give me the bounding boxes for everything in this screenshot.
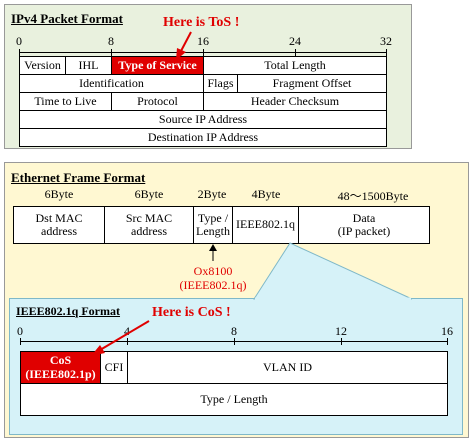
dst-mac-label: Dst MAC: [35, 210, 83, 225]
ipv4-ruler-label-0: 0: [16, 34, 22, 48]
dot1q-ruler-tick: [20, 338, 21, 345]
dot1q-size: 4Byte: [251, 187, 281, 201]
ipv4-panel: IPv4 Packet Format Here is ToS ! 0 8 16 …: [4, 4, 412, 149]
cos-arrow: [91, 320, 150, 356]
src-mac-label-2: address: [131, 224, 167, 238]
dot1q-ruler-label-0: 0: [17, 324, 23, 338]
src-mac-size: 6Byte: [134, 187, 164, 201]
dst-mac-field: Dst MAC address: [13, 206, 105, 244]
destination-ip-field: Destination IP Address: [19, 128, 387, 147]
type-value: Ox8100: [193, 264, 233, 278]
type-label: Type /: [197, 210, 229, 225]
ttl-field: Time to Live: [19, 92, 112, 111]
ethernet-title: Ethernet Frame Format: [11, 170, 146, 185]
dot1q-ruler-label-4: 4: [124, 324, 130, 338]
data-label: Data: [352, 210, 376, 225]
cos-note: (IEEE802.1p): [25, 366, 96, 381]
type-length-field: Type / Length: [193, 206, 233, 244]
ipv4-ruler-tick: [386, 49, 387, 56]
data-field: Data (IP packet): [298, 206, 430, 244]
ipv4-ruler-tick: [19, 49, 20, 56]
type-size: 2Byte: [197, 187, 227, 201]
dot1q-tag-label: IEEE802.1q: [236, 217, 295, 232]
dst-mac-label-2: address: [41, 224, 77, 238]
ipv4-ruler-label-16: 16: [197, 34, 209, 48]
ethernet-panel: Ethernet Frame Format 6Byte 6Byte 2Byte …: [4, 162, 469, 438]
dot1q-title: IEEE802.1q Format: [16, 304, 121, 318]
ipv4-ruler-tick: [295, 49, 296, 56]
src-mac-field: Src MAC address: [104, 206, 194, 244]
dot1q-callout-wedge: [209, 242, 413, 301]
cos-field: CoS (IEEE802.1p): [20, 351, 101, 384]
dot1q-ruler-tick: [127, 338, 128, 345]
type-value-note: (IEEE802.1q): [179, 278, 247, 292]
ipv4-ruler-tick: [111, 49, 112, 56]
dot1q-ruler-label-12: 12: [335, 324, 347, 338]
dot1q-ruler-label-16: 16: [441, 324, 453, 338]
ipv4-ruler-label-32: 32: [380, 34, 392, 48]
dot1q-ruler-label-8: 8: [231, 324, 237, 338]
src-mac-label: Src MAC: [125, 210, 173, 225]
dot1q-ruler-tick: [234, 338, 235, 345]
ipv4-ruler-tick: [203, 49, 204, 56]
ipv4-title: IPv4 Packet Format: [11, 11, 123, 26]
dst-mac-size: 6Byte: [44, 187, 74, 201]
tos-arrow: [176, 31, 192, 60]
type-length-row: Type / Length: [20, 383, 448, 416]
data-size: 48～1500Byte: [337, 189, 409, 203]
data-label-2: (IP packet): [337, 224, 391, 238]
dot1q-ruler-tick: [341, 338, 342, 345]
dot1q-tag-field: IEEE802.1q: [232, 206, 299, 244]
length-label: Length: [196, 224, 230, 238]
dot1q-ruler-line: [20, 341, 447, 342]
tos-callout: Here is ToS !: [163, 15, 240, 30]
dot1q-panel: IEEE802.1q Format Here is CoS ! 0 4 8 12…: [9, 298, 463, 435]
fragment-offset-field: Fragment Offset: [237, 74, 387, 93]
dot1q-ruler-tick: [447, 338, 448, 345]
ipv4-ruler-label-24: 24: [289, 34, 301, 48]
ipv4-ruler-label-8: 8: [108, 34, 114, 48]
cos-callout: Here is CoS !: [152, 305, 231, 320]
cos-label: CoS: [49, 353, 72, 368]
